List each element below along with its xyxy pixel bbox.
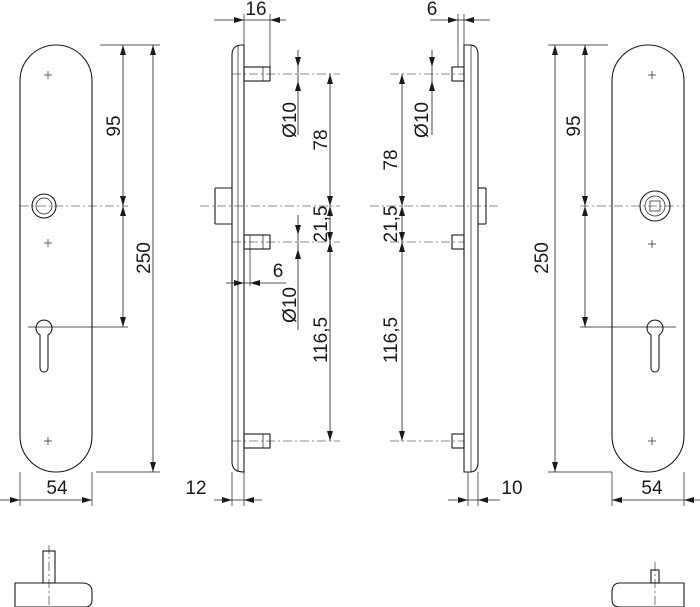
keyhole-right bbox=[646, 319, 664, 373]
dim-116-5-left: 116,5 bbox=[311, 317, 332, 363]
dim-95-left: 95 bbox=[104, 115, 125, 136]
dim-6-top-right: 6 bbox=[427, 0, 438, 20]
dim-78-right: 78 bbox=[381, 149, 402, 170]
dim-54-right: 54 bbox=[641, 478, 663, 499]
dim-6-lower-left: 6 bbox=[273, 261, 284, 282]
front-plate-left bbox=[19, 44, 93, 473]
side-view-left: 16 Ø10 78 21,5 Ø10 6 116,5 bbox=[185, 0, 340, 506]
dim-12: 12 bbox=[185, 478, 206, 499]
front-view-right: 95 250 54 bbox=[532, 44, 700, 607]
front-view-left: 95 250 54 bbox=[0, 44, 160, 607]
dim-21-5-right: 21,5 bbox=[381, 206, 402, 243]
bottom-profile-right bbox=[611, 562, 685, 607]
dim-10: 10 bbox=[501, 478, 522, 499]
side-plate-right bbox=[463, 44, 479, 473]
dim-d10-top-right: Ø10 bbox=[412, 102, 433, 138]
dim-250-right: 250 bbox=[532, 242, 553, 274]
dim-250-left: 250 bbox=[134, 242, 155, 274]
dim-16: 16 bbox=[245, 0, 266, 20]
front-plate-right bbox=[611, 44, 685, 473]
dim-116-5-right: 116,5 bbox=[381, 317, 402, 363]
dim-d10-top-left: Ø10 bbox=[280, 102, 301, 138]
dim-d10-lower-left: Ø10 bbox=[280, 287, 301, 323]
bottom-profile-left bbox=[14, 545, 93, 607]
side-view-right: 6 Ø10 78 21,5 116,5 10 bbox=[370, 0, 523, 506]
dim-95-right: 95 bbox=[564, 115, 585, 136]
dim-54-left: 54 bbox=[46, 478, 68, 499]
keyhole-left bbox=[35, 319, 53, 373]
dim-78-left: 78 bbox=[311, 129, 332, 150]
side-plate-left bbox=[231, 44, 245, 473]
dim-21-5-left: 21,5 bbox=[311, 206, 332, 243]
